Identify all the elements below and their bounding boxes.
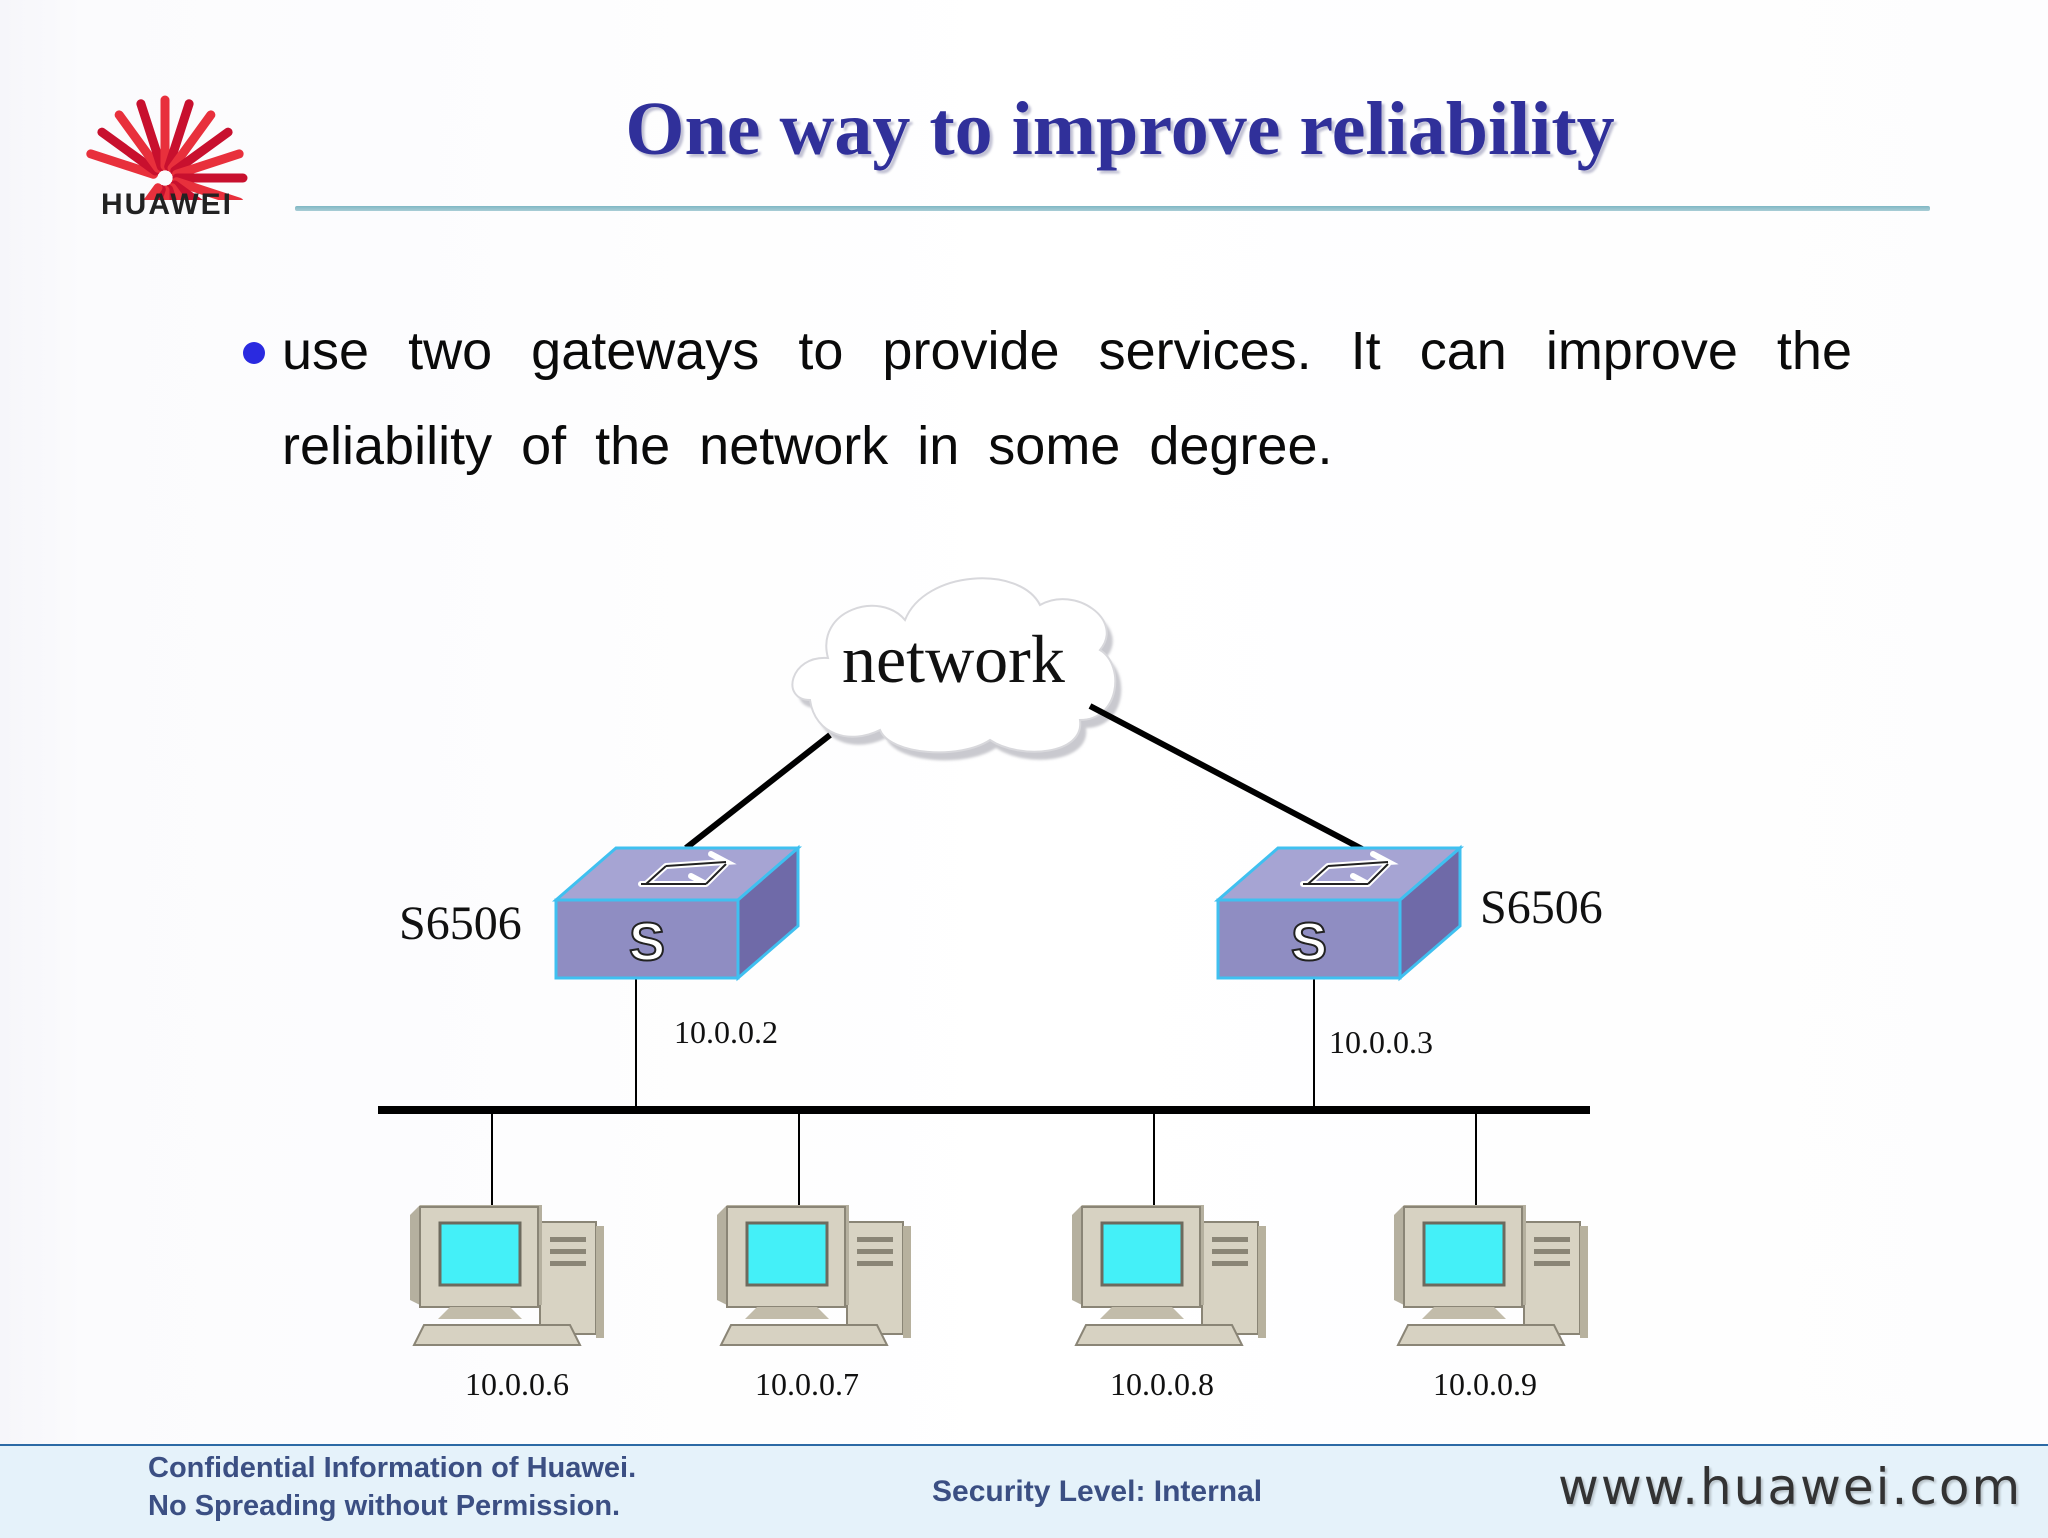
host-ip-4: 10.0.0.9	[1433, 1366, 1537, 1402]
footer-bar	[0, 1444, 2048, 1538]
logo-petal	[143, 183, 163, 200]
host-ip-3: 10.0.0.8	[1110, 1366, 1214, 1402]
title-divider	[295, 206, 1930, 211]
logo-petal	[164, 184, 177, 200]
logo-petal	[97, 127, 160, 176]
bullet-dot-icon	[243, 342, 265, 364]
desktop-computer-icon	[1394, 1205, 1588, 1346]
huawei-petal-icon	[86, 95, 248, 200]
switch-ip-right: 10.0.0.3	[1329, 1024, 1433, 1060]
bullet-text: use two gateways to provide services. It…	[282, 321, 1852, 476]
switch-glyph: S	[629, 912, 665, 972]
cloud-label: network	[842, 621, 1065, 697]
logo-petal	[164, 99, 194, 172]
logo-petal	[86, 149, 159, 179]
logo-petal	[153, 184, 166, 200]
desktop-computer-icon	[410, 1205, 604, 1346]
footer-security-level: Security Level: Internal	[932, 1475, 1263, 1508]
logo-text: HUAWEI	[101, 188, 233, 221]
logo-petal	[170, 180, 203, 200]
logo-petal	[114, 110, 163, 173]
slide-title: One way to improve reliability	[625, 87, 1615, 171]
host-ip-2: 10.0.0.7	[755, 1366, 859, 1402]
switch-name-right: S6506	[1480, 881, 1603, 934]
desktop-computer-icon	[717, 1205, 911, 1346]
host-ip-1: 10.0.0.6	[465, 1366, 569, 1402]
logo-petal	[167, 110, 216, 173]
switch-name-left: S6506	[399, 897, 522, 950]
logo-petal	[136, 99, 166, 172]
logo-petal	[170, 127, 233, 176]
logo-petal	[171, 149, 244, 179]
switch-glyph: S	[1291, 912, 1327, 972]
switch-icon: S	[551, 844, 803, 982]
footer-line-2: No Spreading without Permission.	[148, 1490, 621, 1522]
switch-ip-left: 10.0.0.2	[674, 1014, 778, 1050]
uplink-left	[684, 732, 832, 851]
footer-confidential: Confidential Information of Huawei. No S…	[148, 1449, 636, 1525]
huawei-logo: HUAWEI	[70, 50, 260, 230]
logo-petal	[171, 177, 244, 200]
desktop-computer-icon	[1072, 1205, 1266, 1346]
uplink-right	[1088, 703, 1366, 853]
footer-url: www.huawei.com	[1558, 1458, 2023, 1516]
footer-line-1: Confidential Information of Huawei.	[148, 1452, 637, 1484]
network-cloud-icon	[791, 577, 1122, 761]
switch-icon: S	[1213, 844, 1465, 982]
logo-petal	[167, 183, 187, 200]
